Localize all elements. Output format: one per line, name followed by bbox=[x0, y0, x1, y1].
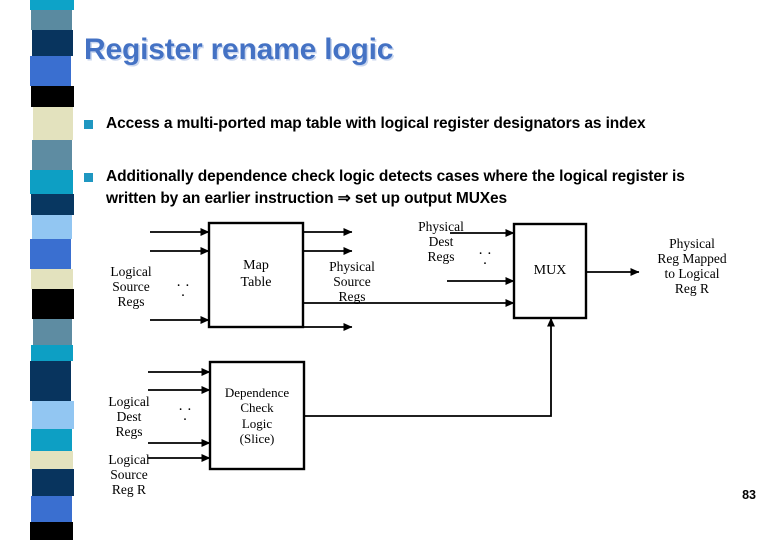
stripe-segment bbox=[31, 496, 72, 522]
label-physical-reg-mapped: Physical Reg Mapped to Logical Reg R bbox=[657, 236, 727, 297]
box-map-table: Map Table bbox=[209, 223, 303, 327]
stripe-segment bbox=[32, 30, 73, 56]
stripe-segment bbox=[33, 107, 73, 140]
label-logical-source-regs: Logical Source Regs bbox=[110, 264, 152, 310]
stripe-segment bbox=[31, 345, 73, 361]
page-title: Register rename logic bbox=[84, 33, 394, 66]
stripe-segment bbox=[32, 215, 72, 239]
bullet-square-icon bbox=[84, 120, 93, 129]
stripe-segment bbox=[32, 289, 74, 319]
stripe-segment bbox=[31, 269, 73, 289]
stripe-segment bbox=[31, 10, 72, 30]
decorative-stripe-bar bbox=[30, 0, 74, 540]
bullet-text-2: Additionally dependence check logic dete… bbox=[106, 168, 685, 207]
ellipsis-dependence-inputs: · · · bbox=[178, 402, 192, 429]
ellipsis-mux-inputs: · · · bbox=[478, 246, 492, 273]
stripe-segment bbox=[31, 86, 74, 107]
stripe-segment bbox=[31, 429, 72, 451]
box-dependence-check-logic-label: Dependence Check Logic (Slice) bbox=[224, 384, 290, 446]
stripe-segment bbox=[32, 140, 72, 170]
box-mux-label: MUX bbox=[533, 262, 567, 278]
stripe-segment bbox=[30, 239, 71, 269]
box-mux: MUX bbox=[514, 224, 586, 318]
stripe-segment bbox=[30, 0, 74, 10]
label-physical-source-regs: Physical Source Regs bbox=[329, 259, 375, 305]
stripe-segment bbox=[33, 319, 72, 345]
bullet-item-2: Additionally dependence check logic dete… bbox=[84, 166, 724, 210]
stripe-segment bbox=[32, 469, 74, 496]
stripe-segment bbox=[30, 522, 73, 540]
page-number: 83 bbox=[742, 488, 756, 502]
stripe-segment bbox=[32, 401, 74, 429]
label-logical-source-reg-r: Logical Source Reg R bbox=[108, 452, 150, 498]
box-dependence-check-logic: Dependence Check Logic (Slice) bbox=[210, 362, 304, 469]
box-map-table-label: Map Table bbox=[240, 258, 272, 290]
stripe-segment bbox=[30, 451, 73, 469]
ellipsis-map-table-inputs: · · · bbox=[176, 278, 190, 305]
stripe-segment bbox=[30, 361, 71, 401]
bullet-item-1: Access a multi-ported map table with log… bbox=[84, 113, 724, 135]
label-logical-dest-regs: Logical Dest Regs bbox=[108, 394, 150, 440]
bullet-square-icon bbox=[84, 173, 93, 182]
stripe-segment bbox=[31, 194, 74, 215]
stripe-segment bbox=[30, 56, 71, 86]
label-physical-dest-regs: Physical Dest Regs bbox=[418, 219, 464, 265]
stripe-segment bbox=[30, 170, 73, 194]
bullet-text-1: Access a multi-ported map table with log… bbox=[106, 115, 646, 132]
